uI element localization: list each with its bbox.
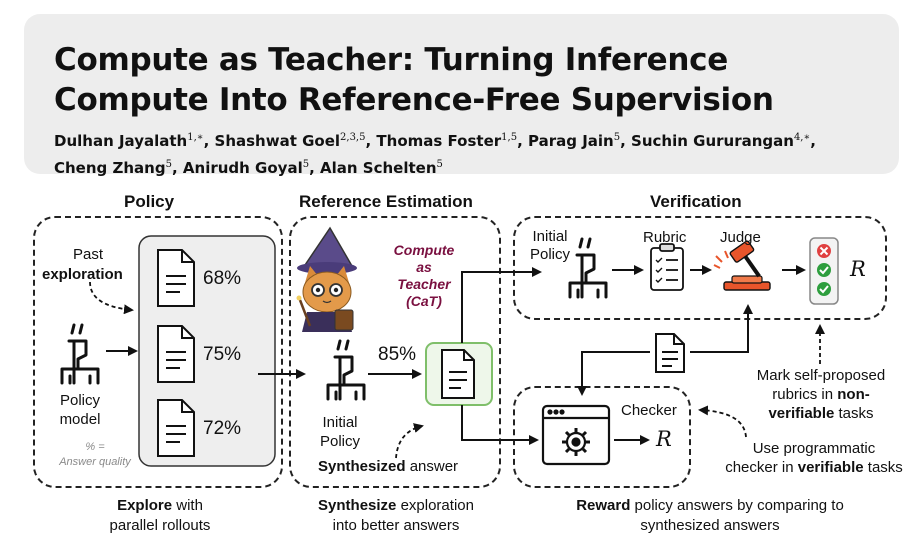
verif-initial-label-1: Initial <box>532 228 568 245</box>
author-name: Thomas Foster1,5, <box>376 132 523 150</box>
author-affiliation: 5 <box>613 132 621 143</box>
cat-label-4: (CaT) <box>406 293 442 309</box>
paper-header: Compute as Teacher: Turning Inference Co… <box>24 14 899 177</box>
llama-icon <box>568 237 608 299</box>
checker-label: Checker <box>621 402 677 419</box>
synthesized-answer-label: Synthesized answer <box>318 458 459 475</box>
author-name-text: Alan Schelten <box>320 159 437 177</box>
checker-reward-symbol: R <box>656 427 672 451</box>
cat-wizard-icon <box>296 226 357 332</box>
checker-window-icon <box>541 404 611 466</box>
rollout-score-2: 75% <box>203 344 242 365</box>
document-icon <box>157 325 195 383</box>
llama-icon <box>326 339 366 401</box>
author-affiliation: 1,5 <box>501 132 518 143</box>
verification-caption: Reward policy answers by comparing to sy… <box>576 497 844 534</box>
reference-heading: Reference Estimation <box>299 192 473 211</box>
llama-icon <box>60 323 100 385</box>
policy-box <box>33 216 283 488</box>
rollout-score-3: 72% <box>203 418 242 439</box>
policy-model-label-2: model <box>59 411 101 428</box>
title-line-1: Compute as Teacher: Turning Inference <box>54 42 728 78</box>
initial-policy-label-2: Policy <box>319 433 360 450</box>
author-name-text: Parag Jain <box>528 132 614 150</box>
initial-policy-label-1: Initial <box>322 414 358 431</box>
judge-label: Judge <box>720 229 761 246</box>
document-icon <box>441 349 475 399</box>
reward-symbol: R <box>850 257 866 281</box>
author-name-text: Dulhan Jayalath <box>54 132 188 150</box>
author-affiliation: 4,∗ <box>793 132 811 143</box>
policy-heading: Policy <box>124 192 175 211</box>
document-icon <box>655 333 685 373</box>
reference-box <box>289 216 501 488</box>
gavel-icon <box>713 240 771 291</box>
rollout-score-1: 68% <box>203 268 242 289</box>
verification-heading: Verification <box>650 192 742 211</box>
checker-note: Use programmatic checker in verifiable t… <box>725 440 903 476</box>
check-panel-icon <box>809 237 839 305</box>
author-name: Parag Jain5, <box>528 132 626 150</box>
policy-caption: Explore with parallel rollouts <box>109 497 211 534</box>
author-name: Alan Schelten5 <box>320 159 443 177</box>
quality-legend-2: Answer quality <box>59 456 131 468</box>
clipboard-icon <box>650 243 684 291</box>
author-affiliation: 5 <box>302 159 310 170</box>
author-name-text: Anirudh Goyal <box>182 159 303 177</box>
author-name-text: Thomas Foster <box>376 132 502 150</box>
reference-caption: Synthesize exploration into better answe… <box>318 497 474 534</box>
verif-initial-label-2: Policy <box>529 246 570 263</box>
title-line-2: Compute Into Reference-Free Supervision <box>54 82 774 118</box>
quality-legend-1: % = <box>85 441 105 453</box>
author-affiliation: 5 <box>436 159 443 170</box>
document-icon <box>157 399 195 457</box>
author-affiliation: 1,∗ <box>187 132 204 143</box>
rubric-note: Mark self-proposed rubrics in non- verif… <box>756 367 886 422</box>
cat-label-2: as <box>416 259 432 275</box>
author-list: Dulhan Jayalath1,∗, Shashwat Goel2,3,5, … <box>54 126 884 180</box>
cat-label-3: Teacher <box>397 276 451 292</box>
rubric-label: Rubric <box>643 229 687 246</box>
document-icon <box>157 249 195 307</box>
past-label: Past <box>72 246 103 263</box>
cat-label-1: Compute <box>393 242 455 258</box>
verification-box <box>513 216 887 320</box>
checker-box <box>513 386 691 488</box>
author-affiliation: 5 <box>165 159 172 170</box>
policy-model-label-1: Policy <box>59 392 100 409</box>
author-name-text: Cheng Zhang <box>54 159 166 177</box>
author-name: Shashwat Goel2,3,5, <box>214 132 372 150</box>
author-name-text: Shashwat Goel <box>214 132 341 150</box>
synth-score: 85% <box>378 344 417 365</box>
exploration-label: exploration <box>42 266 123 283</box>
author-name: Suchin Gururangan4,∗, <box>631 132 816 150</box>
author-name: Cheng Zhang5, <box>54 159 178 177</box>
paper-title: Compute as Teacher: Turning Inference Co… <box>54 40 774 120</box>
author-name-text: Suchin Gururangan <box>631 132 794 150</box>
author-affiliation: 2,3,5 <box>340 132 366 143</box>
author-name: Dulhan Jayalath1,∗, <box>54 132 210 150</box>
author-name: Anirudh Goyal5, <box>182 159 315 177</box>
